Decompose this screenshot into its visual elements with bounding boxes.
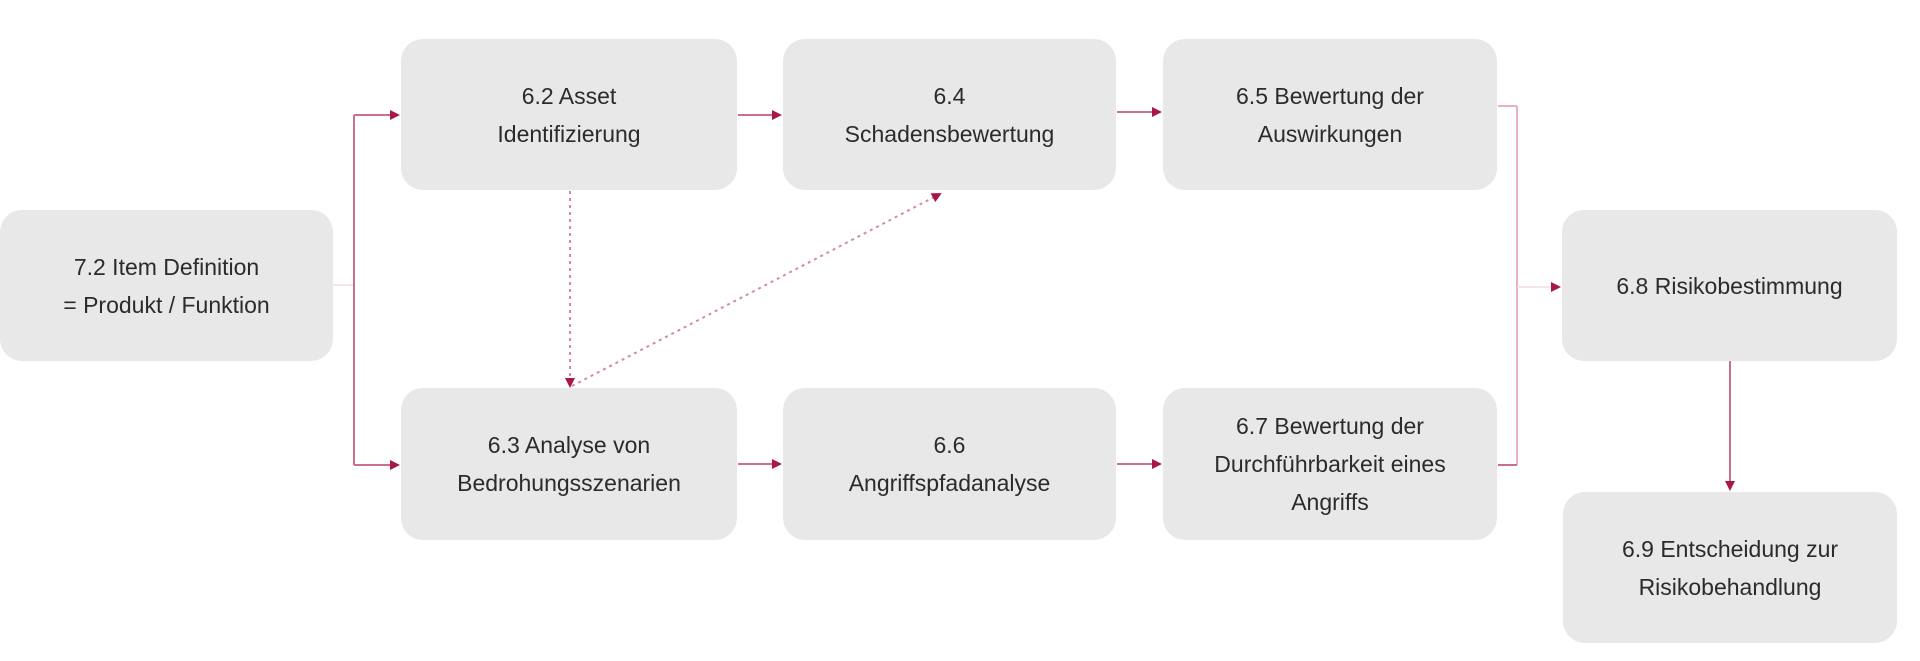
node-label-line: Durchführbarkeit eines	[1214, 451, 1446, 477]
node-6-5-impact-assessment: 6.5 Bewertung der Auswirkungen	[1163, 39, 1497, 190]
node-label-line: Angriffs	[1291, 489, 1369, 515]
node-label-line: 6.4	[933, 82, 966, 109]
node-6-7-feasibility-assessment: 6.7 Bewertung der Durchführbarkeit eines…	[1163, 388, 1497, 540]
dotted-arrow-6-3-to-6-4	[571, 193, 942, 387]
node-label-line: Bedrohungsszenarien	[457, 470, 681, 496]
node-label-line: 6.6	[933, 432, 966, 458]
node-6-3-threat-analysis: 6.3 Analyse von Bedrohungsszenarien	[401, 388, 737, 540]
node-label-line: Auswirkungen	[1257, 120, 1403, 147]
node-label-line: Angriffspfadanalyse	[848, 470, 1051, 496]
node-6-6-attack-path-analysis: 6.6 Angriffspfadanalyse	[783, 388, 1116, 540]
connector-merge-to-risk-determination	[1498, 105, 1561, 466]
node-label-line: 6.8 Risikobestimmung	[1616, 272, 1843, 299]
node-label-line: Identifizierung	[497, 120, 641, 147]
node-6-4-damage-assessment: 6.4 Schadensbewertung	[783, 39, 1116, 190]
node-label-line: 6.2 Asset	[521, 82, 617, 109]
node-7-2-item-definition: 7.2 Item Definition = Produkt / Funktion	[0, 210, 333, 361]
node-label-line: Risikobehandlung	[1638, 573, 1822, 600]
node-label-line: 6.5 Bewertung der	[1236, 82, 1424, 109]
node-label-line: Schadensbewertung	[844, 120, 1055, 147]
node-6-9-risk-treatment-decision: 6.9 Entscheidung zur Risikobehandlung	[1563, 492, 1897, 643]
node-6-8-risk-determination: 6.8 Risikobestimmung	[1562, 210, 1897, 361]
node-label-line: 6.7 Bewertung der	[1236, 413, 1424, 439]
node-label-line: 6.9 Entscheidung zur	[1621, 535, 1839, 562]
connector-item-definition-split	[333, 110, 400, 470]
node-6-2-asset-identification: 6.2 Asset Identifizierung	[401, 39, 737, 190]
node-label-line: 7.2 Item Definition	[73, 253, 260, 280]
node-label-line: = Produkt / Funktion	[63, 291, 270, 318]
node-label-line: 6.3 Analyse von	[487, 432, 651, 458]
